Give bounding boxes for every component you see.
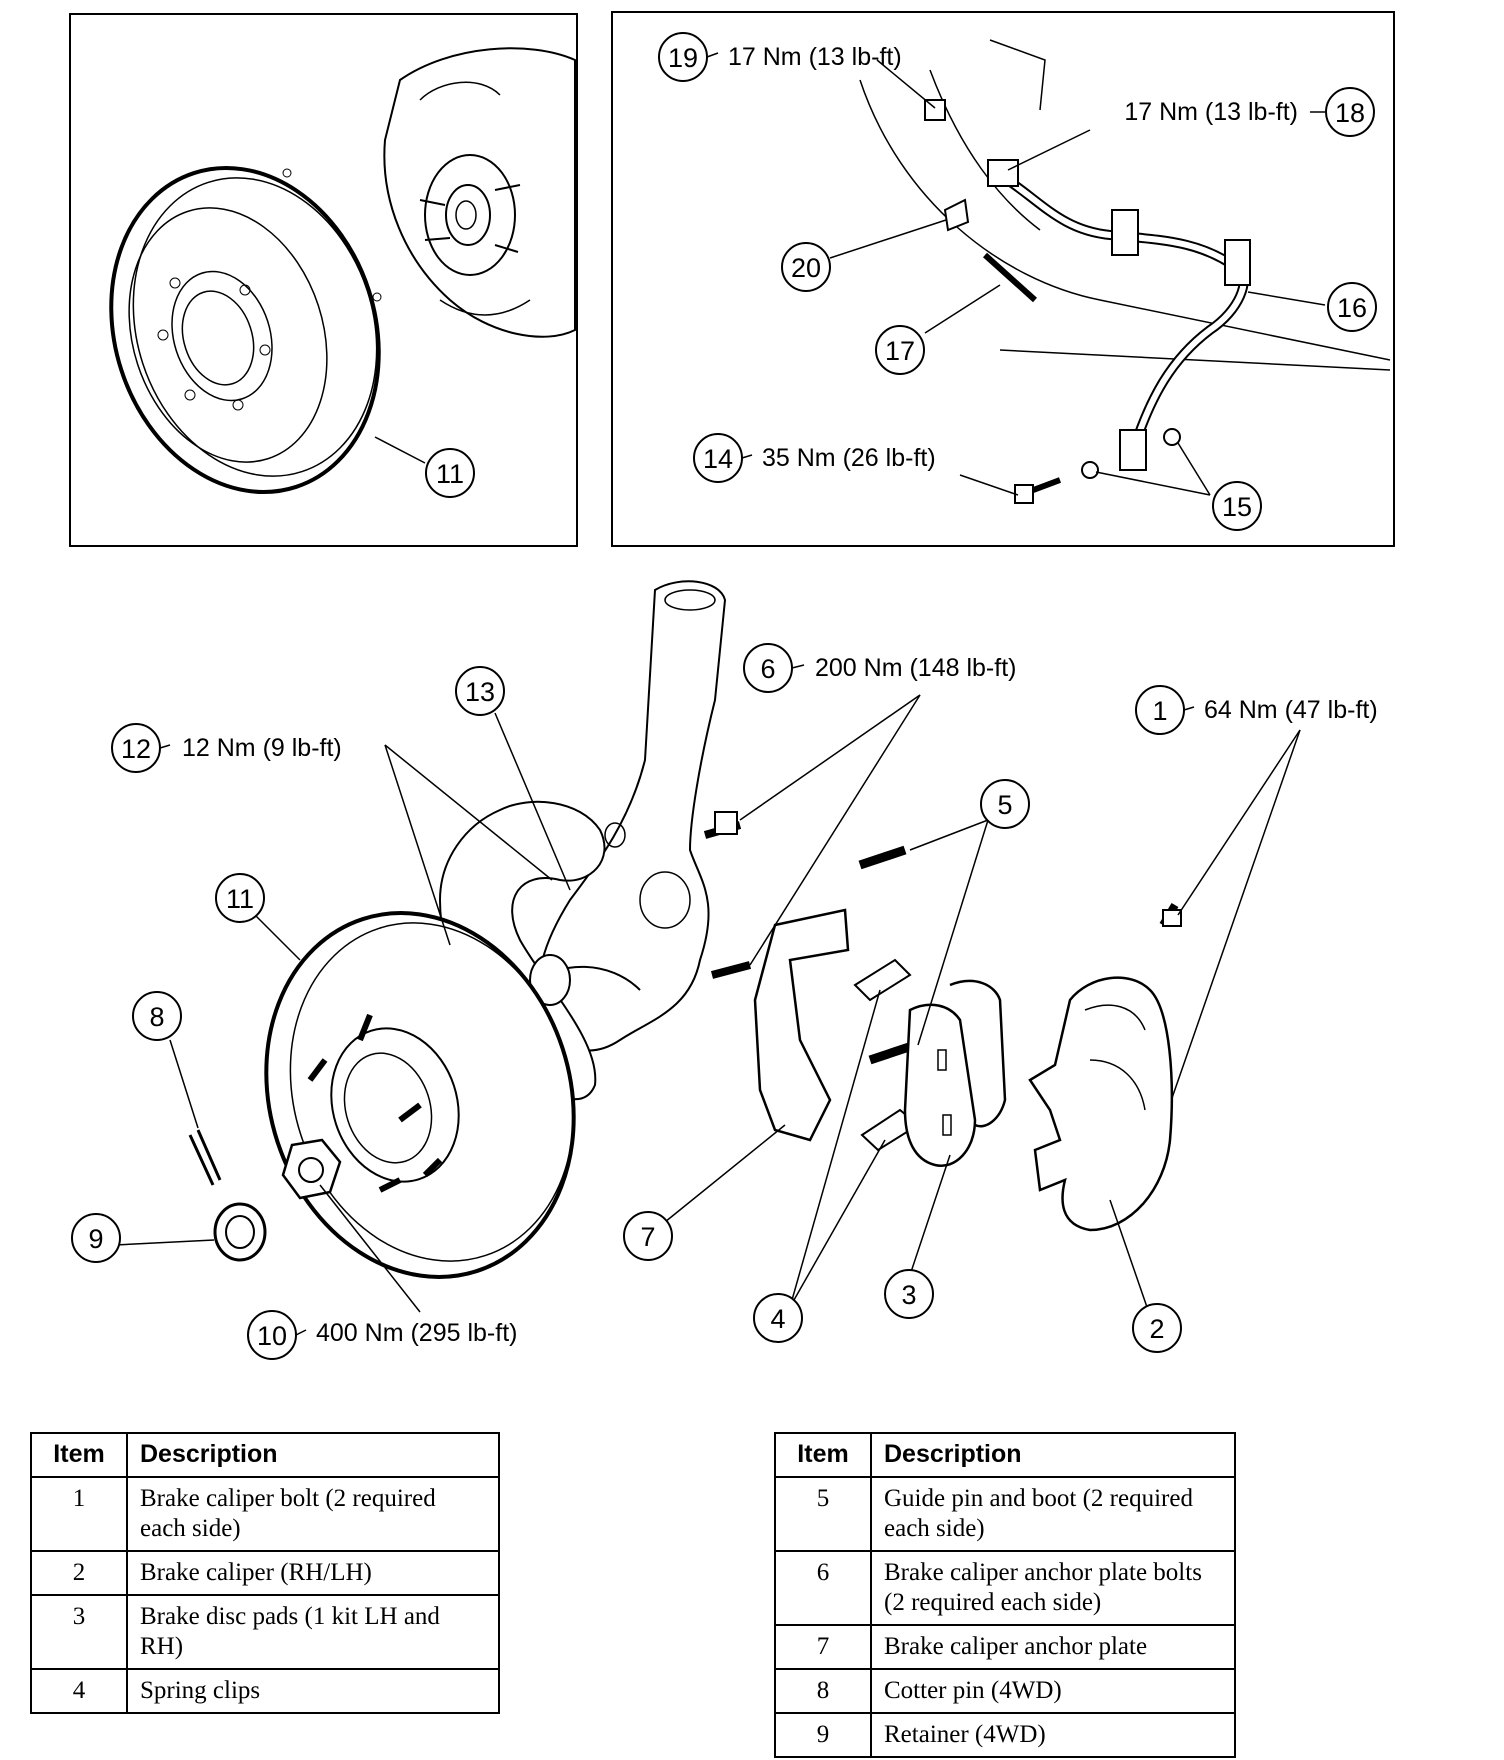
callout-number: 18 (1335, 98, 1365, 128)
item-number: 7 (774, 1624, 872, 1670)
item-number: 3 (30, 1594, 128, 1670)
callout-number: 4 (770, 1304, 785, 1334)
torque-spec: 200 Nm (148 lb-ft) (815, 654, 1016, 682)
callout-number: 3 (901, 1280, 916, 1310)
table-row: 4 Spring clips (30, 1668, 500, 1714)
callout-11-inset: 11 (425, 448, 475, 498)
callout-1: 1 64 Nm (47 lb-ft) (1135, 685, 1378, 735)
item-number: 4 (30, 1668, 128, 1714)
item-description: Retainer (4WD) (870, 1712, 1236, 1758)
torque-spec: 17 Nm (13 lb-ft) (1124, 98, 1298, 126)
item-description: Spring clips (126, 1668, 500, 1714)
table-row: 3 Brake disc pads (1 kit LH and RH) (30, 1594, 500, 1670)
column-header-description: Description (870, 1432, 1236, 1478)
callout-6: 6 200 Nm (148 lb-ft) (743, 643, 1016, 693)
callout-number: 13 (465, 677, 495, 707)
callout-13: 13 (455, 666, 505, 716)
table-row: 9 Retainer (4WD) (774, 1712, 1236, 1758)
callout-number: 11 (226, 884, 254, 914)
table-row: 7 Brake caliper anchor plate (774, 1624, 1236, 1670)
callout-number: 6 (760, 654, 775, 684)
item-description: Brake caliper (RH/LH) (126, 1550, 500, 1596)
callout-5: 5 (980, 779, 1030, 829)
callout-4: 4 (753, 1293, 803, 1343)
table-row: 6 Brake caliper anchor plate bolts (2 re… (774, 1550, 1236, 1626)
callout-17: 17 (875, 325, 925, 375)
callout-number: 19 (668, 43, 698, 73)
column-header-item: Item (774, 1432, 872, 1478)
callout-11-main: 11 (215, 873, 265, 923)
main-exploded-view (114, 580, 1301, 1313)
parts-table-left: Item Description 1 Brake caliper bolt (2… (30, 1432, 500, 1714)
callout-9: 9 (71, 1213, 121, 1263)
item-number: 2 (30, 1550, 128, 1596)
inset-rotor-panel (69, 13, 578, 547)
callout-19: 19 17 Nm (13 lb-ft) (658, 32, 902, 82)
callout-number: 8 (149, 1002, 164, 1032)
callout-14: 14 35 Nm (26 lb-ft) (693, 433, 936, 483)
callout-10: 10 400 Nm (295 lb-ft) (247, 1310, 517, 1360)
callout-number: 20 (791, 253, 821, 283)
table-header-row: Item Description (30, 1432, 500, 1478)
callout-2: 2 (1132, 1303, 1182, 1353)
item-number: 6 (774, 1550, 872, 1626)
callout-15: 15 (1212, 481, 1262, 531)
table-header-row: Item Description (774, 1432, 1236, 1478)
callout-number: 14 (703, 444, 733, 474)
callout-number: 16 (1337, 293, 1367, 323)
table-row: 2 Brake caliper (RH/LH) (30, 1550, 500, 1596)
callout-number: 1 (1152, 696, 1167, 726)
inset-brake-hose-panel (611, 11, 1395, 547)
column-header-item: Item (30, 1432, 128, 1478)
table-row: 1 Brake caliper bolt (2 required each si… (30, 1476, 500, 1552)
item-description: Cotter pin (4WD) (870, 1668, 1236, 1714)
callout-number: 15 (1222, 492, 1252, 522)
item-number: 8 (774, 1668, 872, 1714)
item-number: 9 (774, 1712, 872, 1758)
item-description: Guide pin and boot (2 required each side… (870, 1476, 1236, 1552)
callout-3: 3 (884, 1269, 934, 1319)
callout-18: 17 Nm (13 lb-ft) 18 (1124, 87, 1375, 137)
item-number: 1 (30, 1476, 128, 1552)
callout-20: 20 (781, 242, 831, 292)
callout-number: 12 (121, 734, 151, 764)
callout-number: 11 (436, 459, 464, 489)
item-description: Brake caliper bolt (2 required each side… (126, 1476, 500, 1552)
column-header-description: Description (126, 1432, 500, 1478)
callout-8: 8 (132, 991, 182, 1041)
callout-number: 10 (257, 1321, 287, 1351)
callout-number: 5 (997, 790, 1012, 820)
callout-number: 9 (88, 1224, 103, 1254)
torque-spec: 400 Nm (295 lb-ft) (316, 1319, 517, 1347)
table-row: 8 Cotter pin (4WD) (774, 1668, 1236, 1714)
torque-spec: 64 Nm (47 lb-ft) (1204, 696, 1378, 724)
torque-spec: 35 Nm (26 lb-ft) (762, 444, 936, 472)
item-description: Brake disc pads (1 kit LH and RH) (126, 1594, 500, 1670)
callout-12: 12 12 Nm (9 lb-ft) (111, 723, 342, 773)
item-number: 5 (774, 1476, 872, 1552)
callout-number: 17 (885, 336, 915, 366)
item-description: Brake caliper anchor plate (870, 1624, 1236, 1670)
table-row: 5 Guide pin and boot (2 required each si… (774, 1476, 1236, 1552)
callout-number: 2 (1149, 1314, 1164, 1344)
torque-spec: 12 Nm (9 lb-ft) (182, 734, 342, 762)
callout-16: 16 (1327, 282, 1377, 332)
callout-7: 7 (623, 1211, 673, 1261)
callout-number: 7 (640, 1222, 655, 1252)
torque-spec: 17 Nm (13 lb-ft) (728, 43, 902, 71)
item-description: Brake caliper anchor plate bolts (2 requ… (870, 1550, 1236, 1626)
parts-table-right: Item Description 5 Guide pin and boot (2… (774, 1432, 1236, 1758)
